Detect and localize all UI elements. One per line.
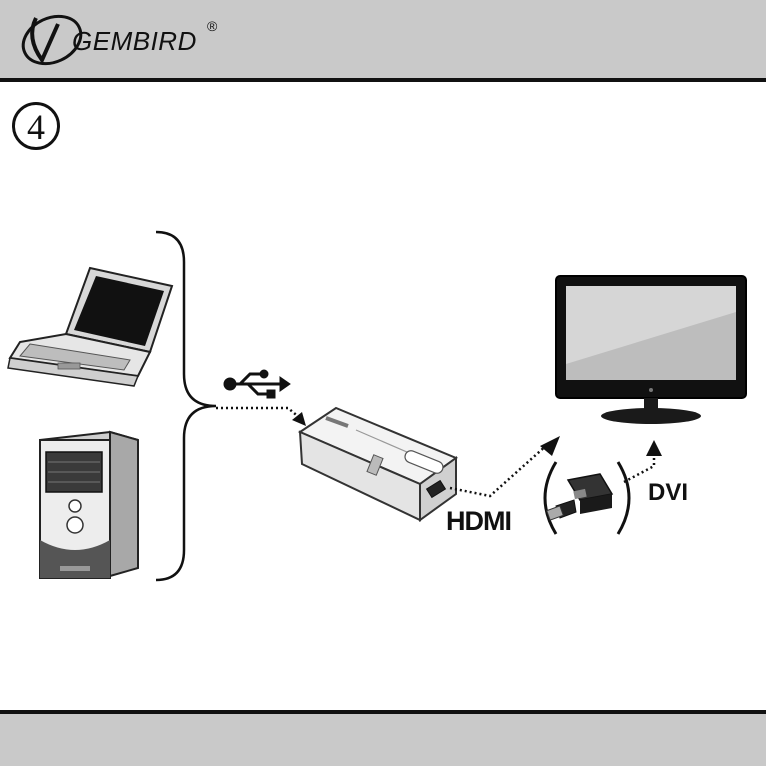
desktop-tower-icon bbox=[40, 432, 138, 578]
hdmi-dvi-adapter-icon bbox=[547, 474, 612, 520]
monitor-icon bbox=[556, 276, 746, 424]
usb-icon bbox=[224, 370, 290, 398]
hdmi-arrow-icon bbox=[540, 436, 560, 456]
laptop-icon bbox=[8, 268, 172, 386]
hdmi-label: HDMI bbox=[446, 506, 511, 537]
dvi-label: DVI bbox=[648, 479, 688, 507]
usb-display-adapter-icon bbox=[300, 408, 456, 520]
right-parenthesis-icon bbox=[618, 462, 629, 534]
dvi-cable-line bbox=[624, 452, 654, 482]
left-parenthesis-icon bbox=[545, 462, 556, 534]
dvi-arrow-icon bbox=[646, 440, 662, 456]
footer-bar bbox=[0, 710, 766, 766]
usb-cable-line bbox=[216, 408, 300, 418]
hdmi-cable-line bbox=[450, 444, 548, 496]
